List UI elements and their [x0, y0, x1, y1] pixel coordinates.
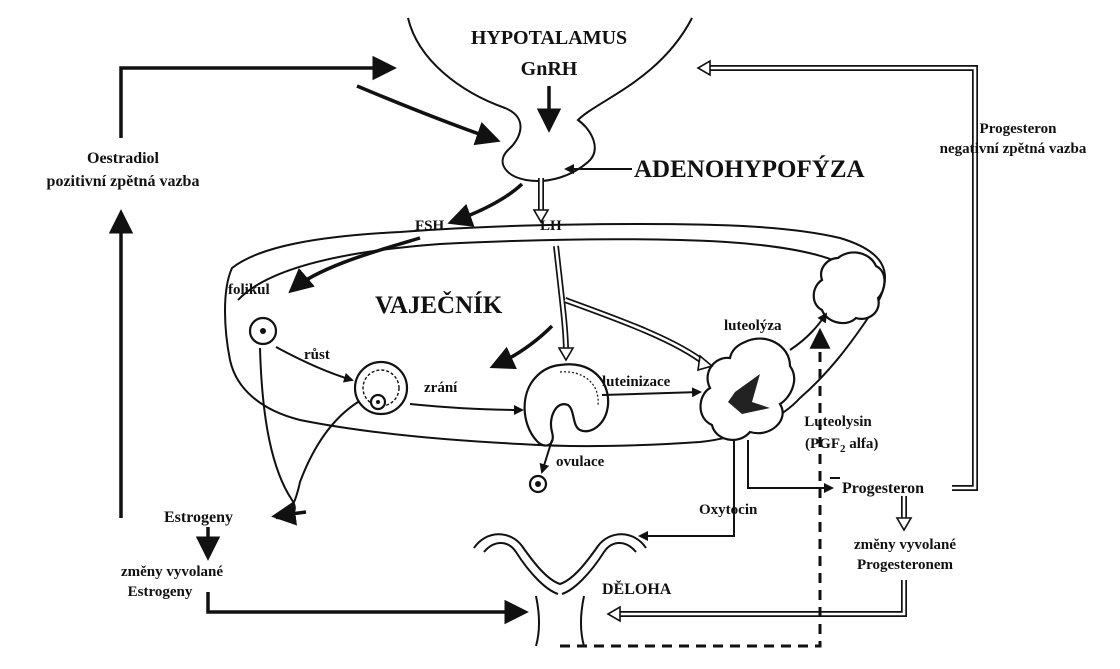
oestradiol-to-hypothalamus-arrow — [121, 68, 392, 138]
mature-follicle — [525, 364, 609, 445]
lh-label: LH — [540, 218, 562, 234]
progesterone-changes-label-1: změny vyvolané — [854, 537, 956, 553]
luteolysis-label: luteolýza — [724, 318, 782, 334]
corpus-luteum — [701, 339, 795, 440]
growth-label: růst — [304, 347, 330, 363]
progesterone-label: Progesteron — [842, 480, 924, 497]
progesterone-changes-label-2: Progesteronem — [857, 557, 954, 573]
maturation-label: zrání — [424, 380, 458, 396]
fsh-arrow — [452, 184, 522, 222]
oestradiol-feedback-label-2: pozitivní zpětná vazba — [47, 173, 200, 190]
progesterone-feedback-label-2: negativní zpětná vazba — [940, 141, 1087, 157]
fsh-label: FSH — [415, 218, 445, 234]
hypothalamus-label: HYPOTALAMUS — [471, 27, 627, 49]
gnrh-label: GnRH — [521, 58, 578, 80]
luteinization-arrow — [602, 392, 700, 395]
ovulated-ovum — [530, 476, 546, 492]
oestradiol-feedback-label-1: Oestradiol — [87, 150, 160, 167]
estrogen-changes-to-uterus-arrow — [208, 592, 524, 612]
growing-follicle — [355, 362, 407, 414]
estrogens-label: Estrogeny — [164, 509, 233, 526]
follicle-label: folikul — [228, 282, 270, 298]
maturation-arrow — [410, 404, 522, 410]
luteolysin-alfa: alfa) — [846, 436, 879, 452]
estrogen-changes-label-1: změny vyvolané — [121, 564, 223, 580]
oxytocin-label: Oxytocin — [699, 502, 758, 518]
primary-follicle — [250, 318, 276, 344]
estrogen-source-line-1 — [260, 348, 295, 518]
corpus-albicans — [814, 252, 885, 323]
lh-branches — [556, 246, 712, 370]
luteinization-label: luteinizace — [602, 374, 671, 390]
follicle-to-estrogen-arrow — [276, 512, 306, 516]
estrogen-changes-label-2: Estrogeny — [128, 584, 193, 600]
ovulation-label: ovulace — [556, 454, 605, 470]
luteolysin-label-2: (PGF2 alfa) — [805, 436, 878, 455]
ovary-label: VAJEČNÍK — [375, 290, 503, 319]
adenohypophysis-label: ADENOHYPOFÝZA — [634, 155, 865, 183]
luteolysin-label-1: Luteolysin — [804, 414, 872, 430]
progesterone-feedback-label-1: Progesteron — [980, 121, 1058, 137]
lh-to-maturation-arrow — [494, 326, 552, 366]
lh-double-arrow — [534, 178, 548, 222]
luteolysin-pgf: (PGF — [805, 436, 840, 452]
uterus-label: DĚLOHA — [602, 579, 672, 598]
progesterone-to-changes-double-arrow — [897, 496, 911, 530]
oxytocin-arrow — [640, 440, 734, 536]
